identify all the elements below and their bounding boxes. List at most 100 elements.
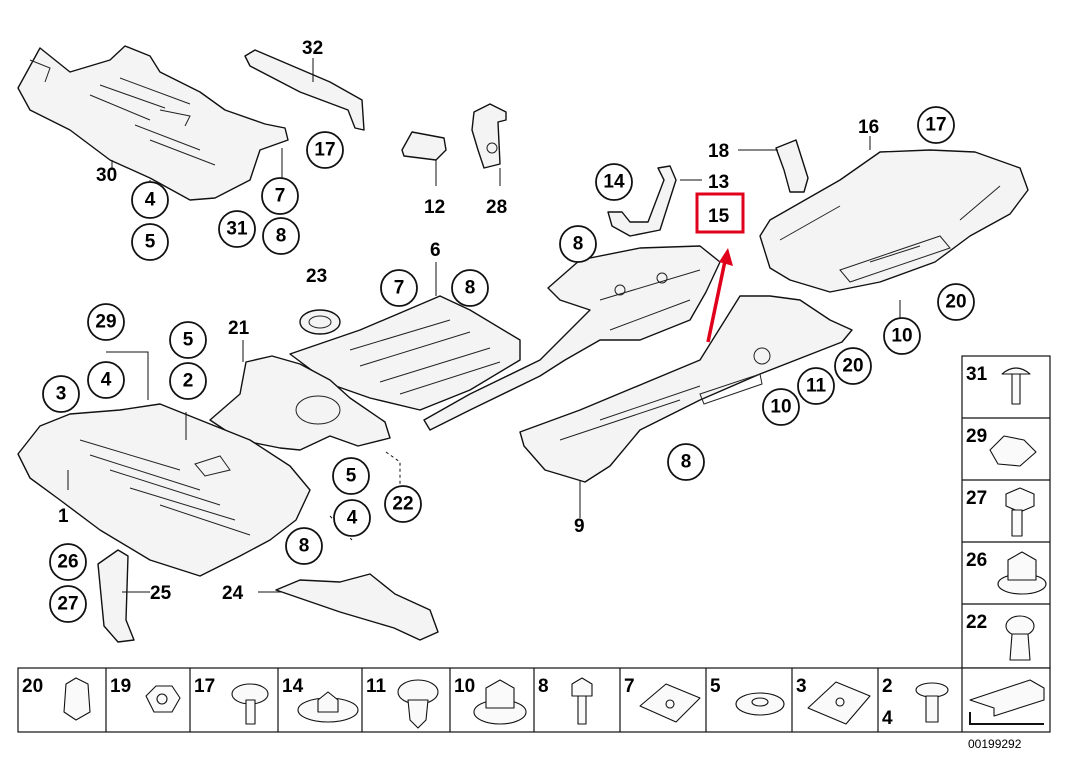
part-25-bracket: [97, 549, 135, 643]
part-21-shield: [209, 355, 391, 451]
callout-5: 5: [332, 457, 370, 495]
hardware-17: 17: [194, 676, 269, 725]
svg-text:26: 26: [966, 550, 987, 571]
hardware-2: 2 4: [882, 676, 949, 729]
label-1: 1: [58, 506, 69, 527]
callout-29: 29: [87, 303, 125, 341]
callout-5: 5: [131, 223, 169, 261]
part-8-tunnel-cover: [423, 245, 721, 431]
svg-text:3: 3: [56, 384, 67, 405]
callout-20: 20: [937, 283, 975, 321]
svg-text:3: 3: [796, 676, 807, 697]
callout-22: 22: [384, 485, 422, 523]
part-30-underbody-shield: [17, 45, 289, 201]
svg-text:27: 27: [57, 594, 78, 615]
hardware-19: 19: [110, 676, 181, 713]
svg-text:31: 31: [966, 364, 988, 385]
callout-10: 10: [883, 317, 921, 355]
svg-text:14: 14: [282, 676, 304, 697]
label-28: 28: [486, 197, 507, 218]
svg-text:17: 17: [314, 140, 335, 161]
svg-text:4: 4: [882, 708, 893, 729]
part-9-floor-shield: [519, 295, 853, 483]
callout-27: 27: [49, 585, 87, 623]
part-14-bracket: [607, 165, 677, 237]
callout-17: 17: [917, 106, 955, 144]
part-23-grommet: [299, 309, 341, 335]
svg-text:8: 8: [538, 676, 549, 697]
part-1-front-shield: [17, 403, 311, 577]
svg-text:20: 20: [22, 676, 43, 697]
callout-2: 2: [169, 362, 207, 400]
callout-8: 8: [451, 269, 489, 307]
callout-11: 11: [797, 367, 835, 405]
label-32: 32: [302, 38, 323, 59]
hardware-14: 14: [282, 676, 359, 723]
hardware-11: 11: [366, 676, 439, 729]
highlight-arrowhead: [719, 248, 733, 266]
svg-text:5: 5: [145, 232, 156, 253]
svg-text:8: 8: [681, 452, 692, 473]
callout-8: 8: [559, 225, 597, 263]
svg-text:17: 17: [194, 676, 215, 697]
part-24-deflector: [275, 573, 439, 641]
svg-text:29: 29: [966, 426, 987, 447]
svg-text:10: 10: [770, 397, 791, 418]
part-16-side-shield: [759, 149, 1029, 293]
highlight-part-15: [695, 192, 745, 343]
callout-3: 3: [42, 375, 80, 413]
part-32-strip: [244, 49, 365, 131]
svg-text:4: 4: [347, 508, 358, 529]
svg-text:29: 29: [95, 312, 116, 333]
svg-text:5: 5: [710, 676, 721, 697]
svg-text:20: 20: [945, 292, 966, 313]
svg-text:17: 17: [925, 115, 946, 136]
callout-4: 4: [131, 181, 169, 219]
svg-text:7: 7: [275, 186, 286, 207]
callout-8: 8: [262, 217, 300, 255]
svg-text:10: 10: [454, 676, 475, 697]
part-18-bracket: [775, 139, 809, 193]
svg-text:31: 31: [226, 219, 248, 240]
callout-8: 8: [667, 443, 705, 481]
label-16: 16: [858, 117, 879, 138]
svg-text:8: 8: [299, 536, 310, 557]
label-15: 15: [708, 206, 730, 227]
callout-14: 14: [595, 163, 633, 201]
label-12: 12: [424, 197, 445, 218]
svg-text:19: 19: [110, 676, 131, 697]
callout-17: 17: [306, 131, 344, 169]
svg-text:11: 11: [806, 376, 827, 397]
svg-text:5: 5: [346, 466, 357, 487]
bottom-hardware-strip: 20 19 17 14 11 10 8 7: [17, 667, 1051, 733]
part-6-centre-shield: [289, 295, 521, 411]
view-direction-arrow: [969, 679, 1045, 725]
svg-text:26: 26: [57, 552, 78, 573]
part-12-clip: [401, 131, 447, 161]
highlight-box: [695, 192, 745, 234]
svg-text:20: 20: [842, 356, 863, 377]
callout-10: 10: [762, 388, 800, 426]
svg-text:22: 22: [966, 612, 987, 633]
svg-text:8: 8: [276, 226, 287, 247]
svg-text:22: 22: [392, 494, 413, 515]
hardware-22: 22: [966, 612, 1035, 661]
hardware-31: 31: [966, 364, 1031, 405]
callout-4: 4: [333, 499, 371, 537]
svg-text:4: 4: [101, 370, 112, 391]
svg-text:8: 8: [573, 234, 584, 255]
svg-text:11: 11: [366, 676, 387, 697]
callout-26: 26: [49, 543, 87, 581]
callout-4: 4: [87, 361, 125, 399]
drawing-number: 00199292: [968, 737, 1022, 751]
hardware-5: 5: [710, 676, 785, 716]
callout-20: 20: [834, 347, 872, 385]
hardware-10: 10: [454, 676, 527, 725]
svg-text:7: 7: [624, 676, 635, 697]
svg-text:10: 10: [891, 326, 912, 347]
hardware-27: 27: [966, 487, 1035, 537]
hardware-7: 7: [624, 676, 701, 723]
callout-31: 31: [218, 210, 256, 248]
svg-text:4: 4: [145, 190, 156, 211]
